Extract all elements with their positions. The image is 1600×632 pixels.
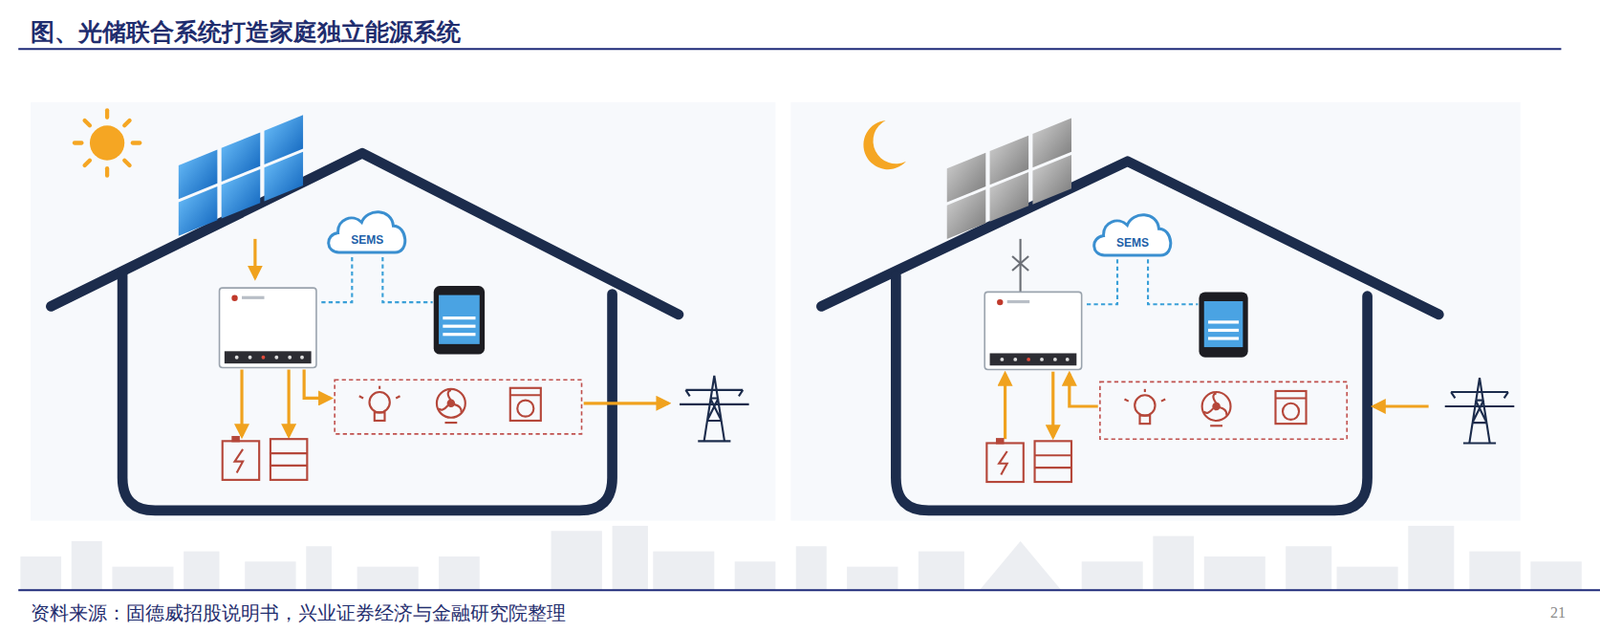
cloud-shape: [1088, 207, 1177, 261]
battery: [986, 438, 1072, 482]
title-rule: [18, 47, 1561, 50]
solar-panel: [178, 114, 303, 236]
page-number: 21: [1550, 604, 1566, 622]
phone: [433, 285, 485, 355]
cloud-text-holder: SEMS: [1088, 237, 1177, 250]
pv-arrow: [253, 238, 257, 279]
data-link: [1083, 259, 1199, 304]
cloud-text-holder: SEMS: [323, 234, 411, 247]
sun: [74, 109, 140, 175]
cloud-label: SEMS: [323, 234, 411, 247]
house-walls: [895, 275, 1367, 511]
flow-arrows: [241, 369, 669, 436]
appliances: [1124, 389, 1306, 426]
house-walls: [122, 273, 612, 511]
inverter: [984, 291, 1082, 369]
sems-cloud: SEMS: [1088, 207, 1177, 261]
power-tower: [1445, 377, 1515, 443]
day-panel: [30, 102, 776, 521]
sems-cloud: SEMS: [323, 204, 411, 259]
appliance-box: [334, 379, 582, 434]
battery: [222, 436, 308, 480]
page-title: 图、光储联合系统打造家庭独立能源系统: [30, 16, 461, 48]
footer-rule: [18, 588, 1600, 591]
flow-arrows: [1005, 371, 1429, 439]
phone: [1198, 291, 1248, 357]
source-note: 资料来源：固德威招股说明书，兴业证券经济与金融研究院整理: [30, 600, 566, 627]
moon: [863, 120, 907, 170]
appliances: [359, 386, 541, 423]
disconnected-link: [1012, 238, 1029, 293]
house-outline: [821, 161, 1439, 315]
night-panel: [790, 102, 1520, 521]
cloud-shape: [323, 204, 411, 259]
house-outline: [50, 152, 679, 315]
skyline: [20, 525, 1581, 590]
appliance-box: [1100, 381, 1347, 439]
cloud-label: SEMS: [1088, 237, 1177, 250]
data-link: [318, 257, 433, 303]
power-tower: [679, 375, 750, 441]
inverter: [219, 287, 317, 368]
solar-panel: [947, 118, 1072, 239]
